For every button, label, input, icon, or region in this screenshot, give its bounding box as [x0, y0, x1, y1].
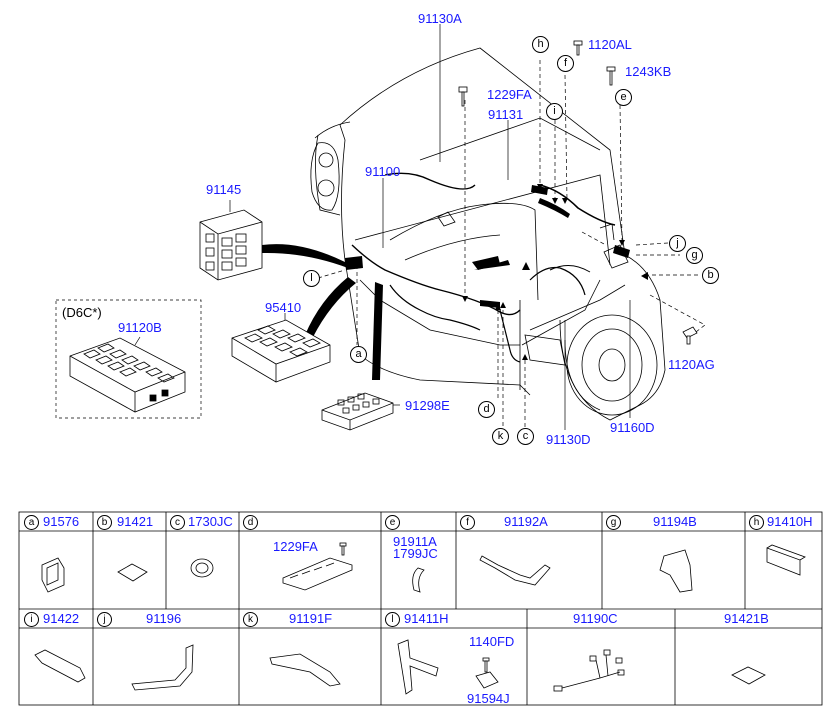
- table-part-91422: 91422: [43, 611, 80, 626]
- label-1120AL: 1120AL: [588, 37, 632, 52]
- table-sub-91594J: 91594J: [467, 691, 510, 706]
- label-1120AG: 1120AG: [668, 357, 715, 372]
- table-letter-e: e: [385, 515, 400, 530]
- callout-k: k: [492, 428, 509, 445]
- callout-b: b: [702, 267, 719, 284]
- callout-a: a: [350, 346, 367, 363]
- callout-c: c: [517, 428, 534, 445]
- callout-d: d: [478, 401, 495, 418]
- callout-h: h: [532, 36, 549, 53]
- table-letter-f: f: [460, 515, 475, 530]
- table-part-91191F: 91191F: [289, 611, 333, 626]
- label-91131: 91131: [488, 107, 524, 122]
- table-letter-d: d: [243, 515, 258, 530]
- table-part-91190C: 91190C: [573, 611, 618, 626]
- label-91130D: 91130D: [546, 432, 591, 447]
- table-letter-b: b: [97, 515, 112, 530]
- table-letter-j: j: [97, 612, 112, 627]
- label-91298E: 91298E: [405, 398, 450, 413]
- callout-f: f: [557, 55, 574, 72]
- table-part-91576: 91576: [43, 514, 80, 529]
- table-part-1730JC: 1730JC: [188, 514, 233, 529]
- label-1243KB: 1243KB: [625, 64, 672, 79]
- table-sub-1229FA: 1229FA: [273, 539, 318, 554]
- table-part-91421B: 91421B: [724, 611, 769, 626]
- table-letter-g: g: [606, 515, 621, 530]
- label-91130A: 91130A: [418, 11, 462, 26]
- label-95410: 95410: [265, 300, 302, 315]
- table-part-91411H: 91411H: [404, 611, 449, 626]
- table-letter-h: h: [749, 515, 764, 530]
- table-letter-l: l: [385, 612, 400, 627]
- table-sub-1140FD: 1140FD: [469, 634, 515, 649]
- callout-i: i: [546, 103, 563, 120]
- label-1229FA: 1229FA: [487, 87, 532, 102]
- table-part-91410H: 91410H: [767, 514, 813, 529]
- table-sub-1799JC: 1799JC: [393, 546, 438, 561]
- table-part-91421: 91421: [117, 514, 154, 529]
- callout-g: g: [686, 247, 703, 264]
- callout-e: e: [615, 89, 632, 106]
- table-part-91194B: 91194B: [653, 514, 697, 529]
- label-d6c: (D6C*): [62, 305, 102, 320]
- table-part-91192A: 91192A: [504, 514, 548, 529]
- table-letter-i: i: [24, 612, 39, 627]
- callout-j: j: [669, 235, 686, 252]
- callout-l: l: [303, 270, 320, 287]
- label-91100: 91100: [365, 164, 401, 179]
- table-part-91196: 91196: [146, 611, 182, 626]
- label-91120B: 91120B: [118, 320, 162, 335]
- table-letter-a: a: [24, 515, 39, 530]
- table-letter-c: c: [170, 515, 185, 530]
- table-letter-k: k: [243, 612, 258, 627]
- label-91160D: 91160D: [610, 420, 655, 435]
- table-sub-91911A: 91911A: [393, 534, 437, 549]
- label-91145: 91145: [206, 182, 242, 197]
